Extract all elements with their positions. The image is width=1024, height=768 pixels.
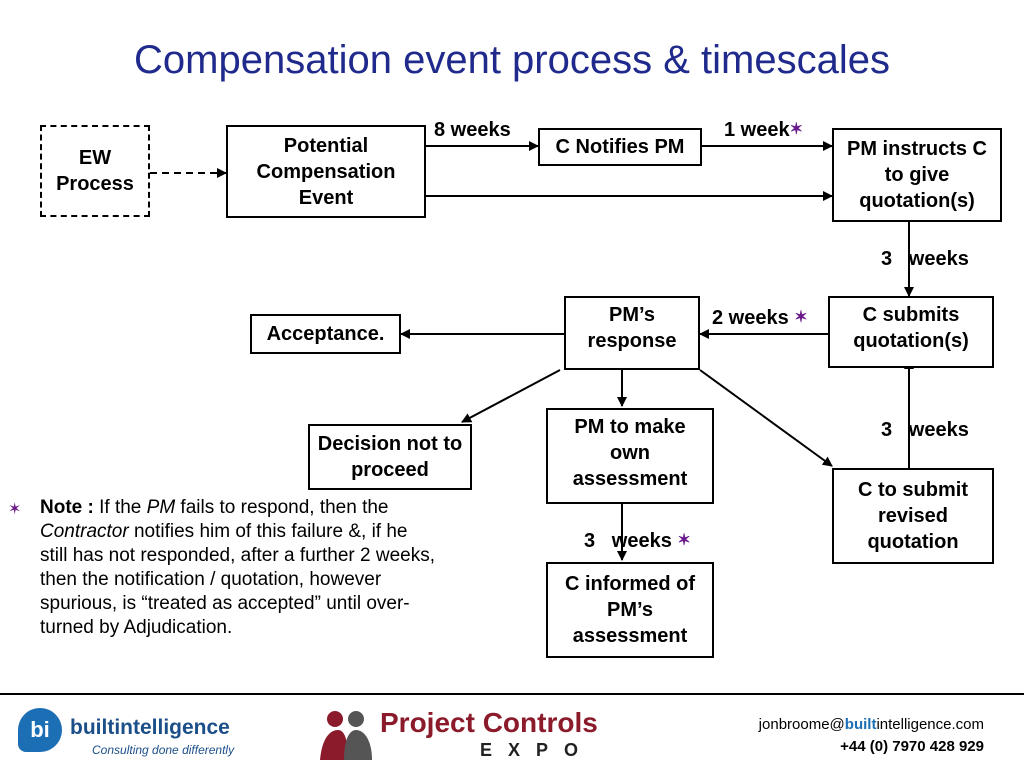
box-pm-own-assessment: PM to make own assessment xyxy=(546,408,714,504)
contact-phone: +44 (0) 7970 428 929 xyxy=(840,738,984,755)
pc-expo-subtitle: EXPO xyxy=(480,740,595,760)
label-2-weeks-text: 2 weeks xyxy=(712,307,789,329)
box-pm-instructs: PM instructs C to give quotation(s) xyxy=(832,128,1002,222)
page-title: Compensation event process & timescales xyxy=(134,38,890,82)
box-acceptance: Acceptance. xyxy=(250,314,401,354)
star-icon: ✶ xyxy=(677,532,691,549)
label-3-weeks-quote: 3 weeks xyxy=(881,248,969,270)
box-c-informed: C informed of PM’s assessment xyxy=(546,562,714,658)
note-text: Note : If the PM fails to respond, then … xyxy=(40,496,438,640)
email-user: jonbroome@ xyxy=(758,716,845,733)
box-pm-response: PM’s response xyxy=(564,296,700,370)
arrow-response-to-revised xyxy=(699,369,833,467)
box-c-submits: C submits quotation(s) xyxy=(828,296,994,368)
bi-logo-icon: bi xyxy=(18,708,62,752)
bi-tagline: Consulting done differently xyxy=(92,743,235,757)
label-2-weeks: 2 weeks ✶ xyxy=(712,307,808,330)
label-3-weeks-informed-text: 3 weeks xyxy=(584,530,672,552)
box-ew-process: EW Process xyxy=(40,125,150,217)
note-part: fails to respond, then the xyxy=(175,497,389,518)
arrow-response-to-decision xyxy=(461,369,561,423)
star-icon: ✶ xyxy=(789,121,804,138)
box-c-notifies-pm: C Notifies PM xyxy=(538,128,702,166)
contact-email[interactable]: jonbroome@builtintelligence.com xyxy=(759,716,984,733)
label-8-weeks: 8 weeks xyxy=(434,119,511,141)
people-logo-icon xyxy=(320,711,372,760)
pc-expo-name: Project Controls xyxy=(380,707,598,738)
note-pm: PM xyxy=(146,497,176,518)
box-c-revised-quotation: C to submit revised quotation xyxy=(832,468,994,564)
label-1-week-text: 1 week xyxy=(724,119,790,141)
email-rest: intelligence.com xyxy=(876,716,984,733)
note-lead: Note : xyxy=(40,497,94,518)
note-part: notifies him of this failure &, if he st… xyxy=(40,521,435,638)
label-3-weeks-revised: 3 weeks xyxy=(881,419,969,441)
box-decision-not-to-proceed: Decision not to proceed xyxy=(308,424,472,490)
note-part: If the xyxy=(93,497,147,518)
footer-divider xyxy=(0,693,1024,695)
label-3-weeks-informed: 3 weeks ✶ xyxy=(584,530,691,553)
bi-company-name: builtintelligence xyxy=(70,716,230,739)
email-bold: built xyxy=(844,716,877,733)
label-1-week: 1 week✶ xyxy=(724,119,803,142)
box-potential-compensation-event: Potential Compensation Event xyxy=(226,125,426,218)
note-block: ✶ Note : If the PM fails to respond, the… xyxy=(8,496,438,640)
star-icon: ✶ xyxy=(8,501,22,518)
star-icon: ✶ xyxy=(794,309,808,326)
note-contractor: Contractor xyxy=(40,521,129,542)
